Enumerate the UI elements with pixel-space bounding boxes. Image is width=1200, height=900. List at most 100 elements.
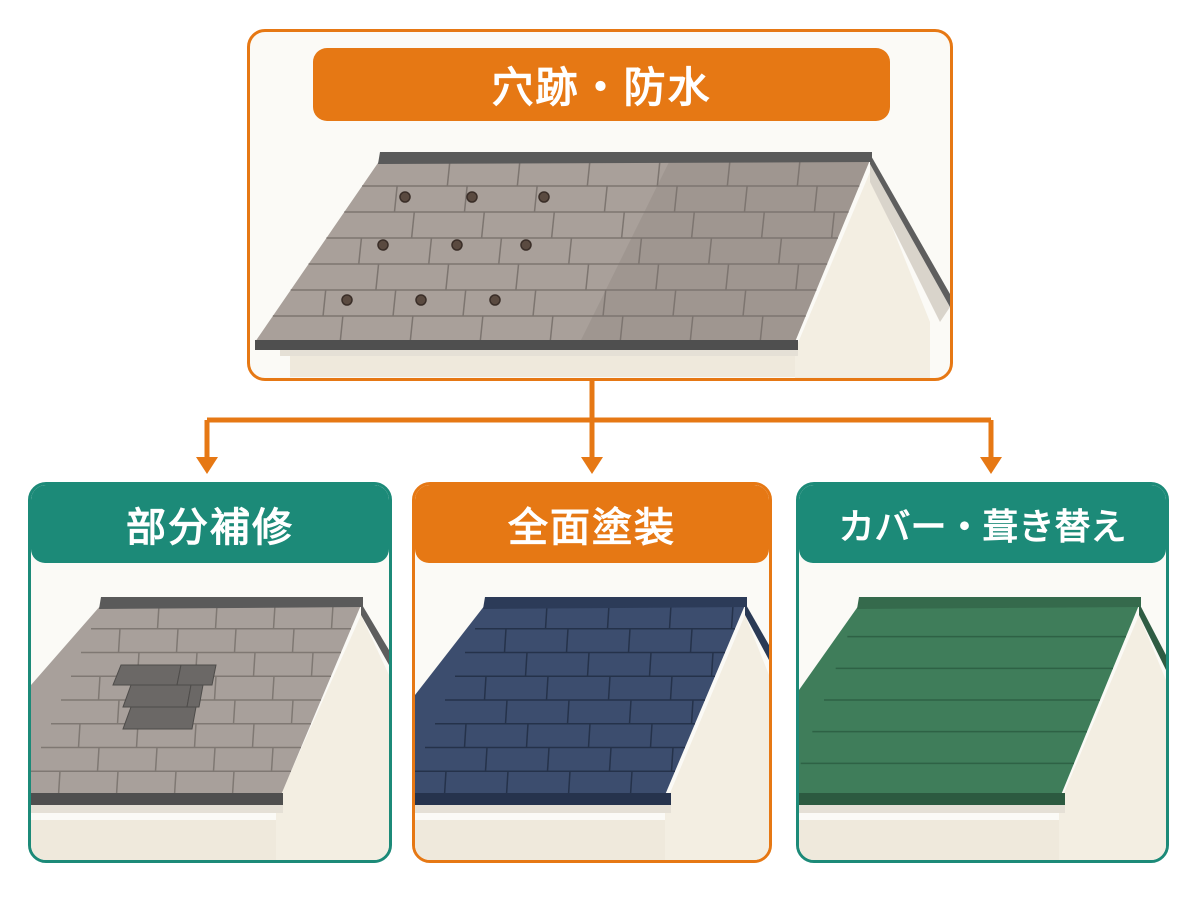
arrow-head-right <box>980 457 1002 474</box>
label-partial-repair: 部分補修 <box>31 485 389 563</box>
tile-joint-line <box>628 699 632 724</box>
tile-joint-line <box>57 771 61 796</box>
tile-joint-line <box>393 185 398 213</box>
tile-joint-line <box>409 315 414 343</box>
tile-joint-line <box>566 699 570 724</box>
panel-partial-repair: 部分補修 <box>28 482 392 863</box>
tile-joint-line <box>549 315 554 343</box>
tile-joint-line <box>668 604 672 629</box>
tile-joint-line <box>483 676 487 701</box>
tile-joint-line <box>689 315 694 343</box>
tile-joint-line <box>515 263 520 291</box>
gable-end <box>1059 615 1166 860</box>
roof-fascia-light <box>280 350 798 356</box>
roof-fascia <box>31 793 283 805</box>
nail-hole <box>538 191 550 203</box>
tile-joint-line <box>480 211 486 239</box>
tile-joint-line <box>649 723 653 748</box>
nail-hole <box>341 294 353 306</box>
nail-hole <box>451 239 463 251</box>
tile-joint-line <box>193 723 197 748</box>
tile-joint-line <box>795 263 800 291</box>
tile-joint-line <box>428 237 433 265</box>
tile-joint-line <box>669 676 673 701</box>
tile-joint-line <box>608 747 612 772</box>
tile-joint-line <box>233 628 237 653</box>
gable-wall <box>415 820 665 860</box>
tile-joint-line <box>524 652 528 677</box>
tile-joint-line <box>392 289 397 317</box>
roof-ridge <box>857 597 1141 609</box>
panel-full-repaint: 全面塗装 <box>412 482 772 863</box>
tile-joint-line <box>232 699 236 724</box>
tile-joint-line <box>270 747 274 772</box>
tile-joint-line <box>546 747 550 772</box>
tile-joint-line <box>446 159 451 187</box>
tile-joint-line <box>154 747 158 772</box>
tile-joint-line <box>708 237 713 265</box>
tile-joint-line <box>173 771 177 796</box>
tile-joint-line <box>463 723 467 748</box>
label-holes-waterproofing: 穴跡・防水 <box>313 48 890 121</box>
label-full-repaint: 全面塗装 <box>415 485 769 563</box>
tile-joint-line <box>670 747 674 772</box>
roof-tile-lines <box>272 159 860 343</box>
roof-illustration-full-repaint <box>415 597 769 860</box>
nail-hole <box>489 294 501 306</box>
tile-joint-line <box>290 699 294 724</box>
gable-wall <box>290 350 795 377</box>
tile-joint-line <box>778 237 783 265</box>
tile-joint-line <box>505 771 509 796</box>
tile-joint-line <box>813 185 818 213</box>
gable-eave-edge <box>361 603 389 665</box>
gable-end <box>276 615 389 860</box>
tile-joint-line <box>656 159 661 187</box>
roof-illustration-partial-repair <box>31 597 389 860</box>
tile-joint-line <box>117 628 121 653</box>
tile-joint-line <box>358 237 363 265</box>
gable-end <box>665 615 769 860</box>
tile-joint-line <box>743 185 748 213</box>
gable-wall <box>799 820 1059 860</box>
tile-joint-line <box>213 676 217 701</box>
tile-joint-line <box>587 723 591 748</box>
tile-joint-line <box>607 676 611 701</box>
nail-hole <box>520 239 532 251</box>
tile-joint-line <box>602 289 607 317</box>
panel-holes-waterproofing: 穴跡・防水 <box>247 29 953 381</box>
tile-joint-line <box>322 289 327 317</box>
tile-joint-line <box>231 771 235 796</box>
tile-joint-line <box>672 289 677 317</box>
tile-joint-line <box>156 604 160 629</box>
gable-wall <box>31 820 276 860</box>
nail-hole <box>377 239 389 251</box>
tile-joint-line <box>252 652 256 677</box>
tile-joint-line <box>830 211 836 239</box>
gable-eave-edge <box>1139 603 1166 670</box>
roof-ridge <box>378 152 872 164</box>
tile-joint-line <box>533 185 538 213</box>
tile-joint-line <box>544 604 548 629</box>
gable-eave-edge <box>870 154 950 307</box>
tile-joint-line <box>742 289 747 317</box>
tile-joint-line <box>710 652 714 677</box>
tile-joint-line <box>565 628 569 653</box>
tile-joint-line <box>310 652 314 677</box>
roof-illustration-top <box>255 152 950 378</box>
tile-joint-line <box>443 771 447 796</box>
tile-joint-line <box>567 771 571 796</box>
roof-illustration-cover-reroof <box>799 597 1166 860</box>
tile-joint-line <box>796 159 801 187</box>
roof-fascia-light <box>799 805 1065 813</box>
roof-fascia <box>415 793 671 805</box>
roof-tile-lines <box>415 604 735 796</box>
roof-fascia-light <box>415 805 671 813</box>
tile-joint-line <box>532 289 537 317</box>
tile-joint-line <box>462 289 467 317</box>
tile-joint-line <box>375 263 380 291</box>
arrow-head-left <box>196 457 218 474</box>
tile-joint-line <box>498 237 503 265</box>
nail-holes <box>341 191 550 306</box>
roof-panel-lines <box>800 635 1126 765</box>
